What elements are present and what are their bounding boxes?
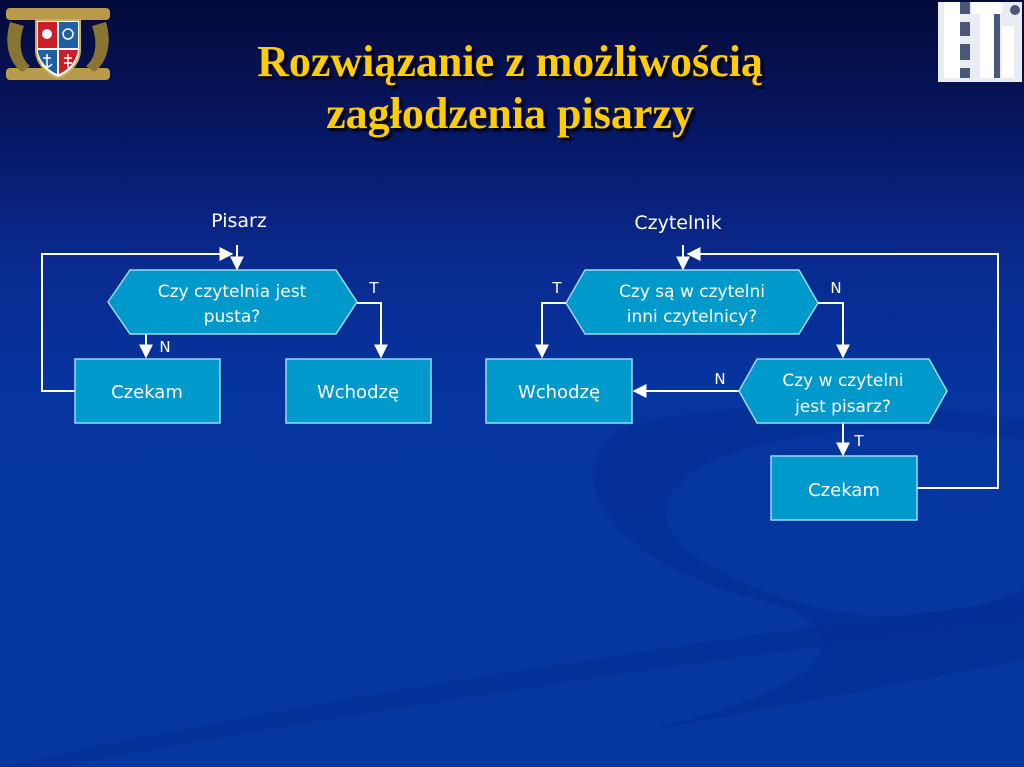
pisarz-connectors: [41, 245, 388, 392]
loop-back-arrow: [41, 247, 234, 392]
pisarz-enter-box: [285, 358, 432, 424]
pisarz-no-label: N: [159, 338, 170, 356]
title-line-1: Rozwiązanie z możliwością: [257, 37, 763, 86]
czytelnik-enter-box: [485, 358, 633, 424]
czytelnik-flow: Czytelnik Czy są w czytelni inni czyteln…: [485, 212, 999, 521]
czytelnik-decision2-shape: [738, 358, 948, 424]
title-line-2: zagłodzenia pisarzy: [326, 89, 694, 138]
decision1-yes-arrow: [535, 302, 566, 359]
czytelnik-decision2-text-1: Czy w czytelni: [782, 371, 903, 391]
czytelnik-wait-box: [770, 455, 918, 521]
loop-back-arrow: [686, 247, 999, 489]
eti-logo: [938, 2, 1022, 82]
slide-title: Rozwiązanie z możliwością zagłodzenia pi…: [130, 36, 890, 140]
pisarz-wait-text: Czekam: [111, 382, 183, 403]
pisarz-decision-text-2: pusta?: [204, 307, 261, 327]
czytelnik-decision1-no-label: N: [830, 279, 841, 297]
pisarz-flow: Pisarz Czy czytelnia jest pusta? T N Cze…: [41, 210, 432, 424]
czytelnik-decision1-text-1: Czy są w czytelni: [619, 282, 765, 302]
czytelnik-decision2-yes-label: T: [853, 432, 864, 450]
pisarz-enter-text: Wchodzę: [317, 382, 399, 403]
czytelnik-decision2-text-2: jest pisarz?: [794, 397, 891, 417]
pisarz-wait-box: [74, 358, 221, 424]
pisarz-decision-shape: [107, 269, 358, 335]
decision1-no-arrow: [818, 302, 850, 359]
czytelnik-decision1-yes-label: T: [551, 279, 562, 297]
university-crest-logo: [6, 8, 110, 80]
czytelnik-connectors: [535, 245, 999, 489]
czytelnik-enter-text: Wchodzę: [518, 382, 600, 403]
czytelnik-heading: Czytelnik: [634, 212, 721, 234]
czytelnik-wait-text: Czekam: [808, 480, 880, 501]
pisarz-yes-label: T: [368, 279, 379, 297]
czytelnik-decision1-text-2: inni czytelnicy?: [627, 307, 758, 327]
yes-arrow: [357, 302, 388, 359]
pisarz-heading: Pisarz: [211, 210, 267, 232]
czytelnik-decision2-no-label: N: [714, 370, 725, 388]
czytelnik-decision1-shape: [565, 269, 819, 335]
pisarz-decision-text-1: Czy czytelnia jest: [158, 282, 307, 302]
